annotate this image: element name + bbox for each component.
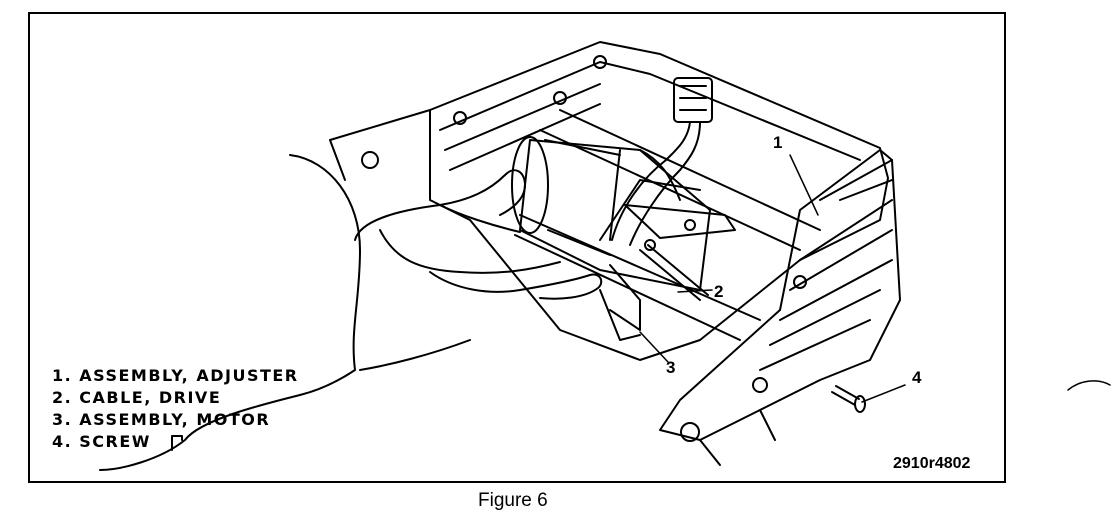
motor-assembly	[511, 136, 736, 341]
track-rails	[514, 109, 821, 341]
legend-item-motor: 3. ASSEMBLY, MOTOR	[52, 410, 271, 429]
parts-legend: 1. ASSEMBLY, ADJUSTER 2. CABLE, DRIVE 3.…	[52, 365, 299, 453]
callout-2: 2	[714, 282, 724, 301]
adjuster-assembly	[659, 149, 901, 466]
legend-item-screw: 4. SCREW	[52, 432, 151, 451]
hand-illustration	[99, 154, 603, 471]
figure-code: 2910r4802	[893, 455, 971, 472]
margin-mark	[1067, 380, 1111, 391]
legend-item-adjuster: 1. ASSEMBLY, ADJUSTER	[52, 366, 299, 385]
callout-4: 4	[912, 368, 922, 387]
screw-glyph	[171, 435, 183, 451]
figure-caption: Figure 6	[478, 490, 548, 511]
callout-3: 3	[666, 358, 676, 377]
legend-item-cable: 2. CABLE, DRIVE	[52, 388, 222, 407]
screw	[831, 385, 866, 413]
figure-frame	[28, 12, 1006, 483]
wiring-connector	[611, 77, 713, 246]
callout-1: 1	[773, 133, 783, 152]
callout-leader-lines	[639, 154, 906, 403]
